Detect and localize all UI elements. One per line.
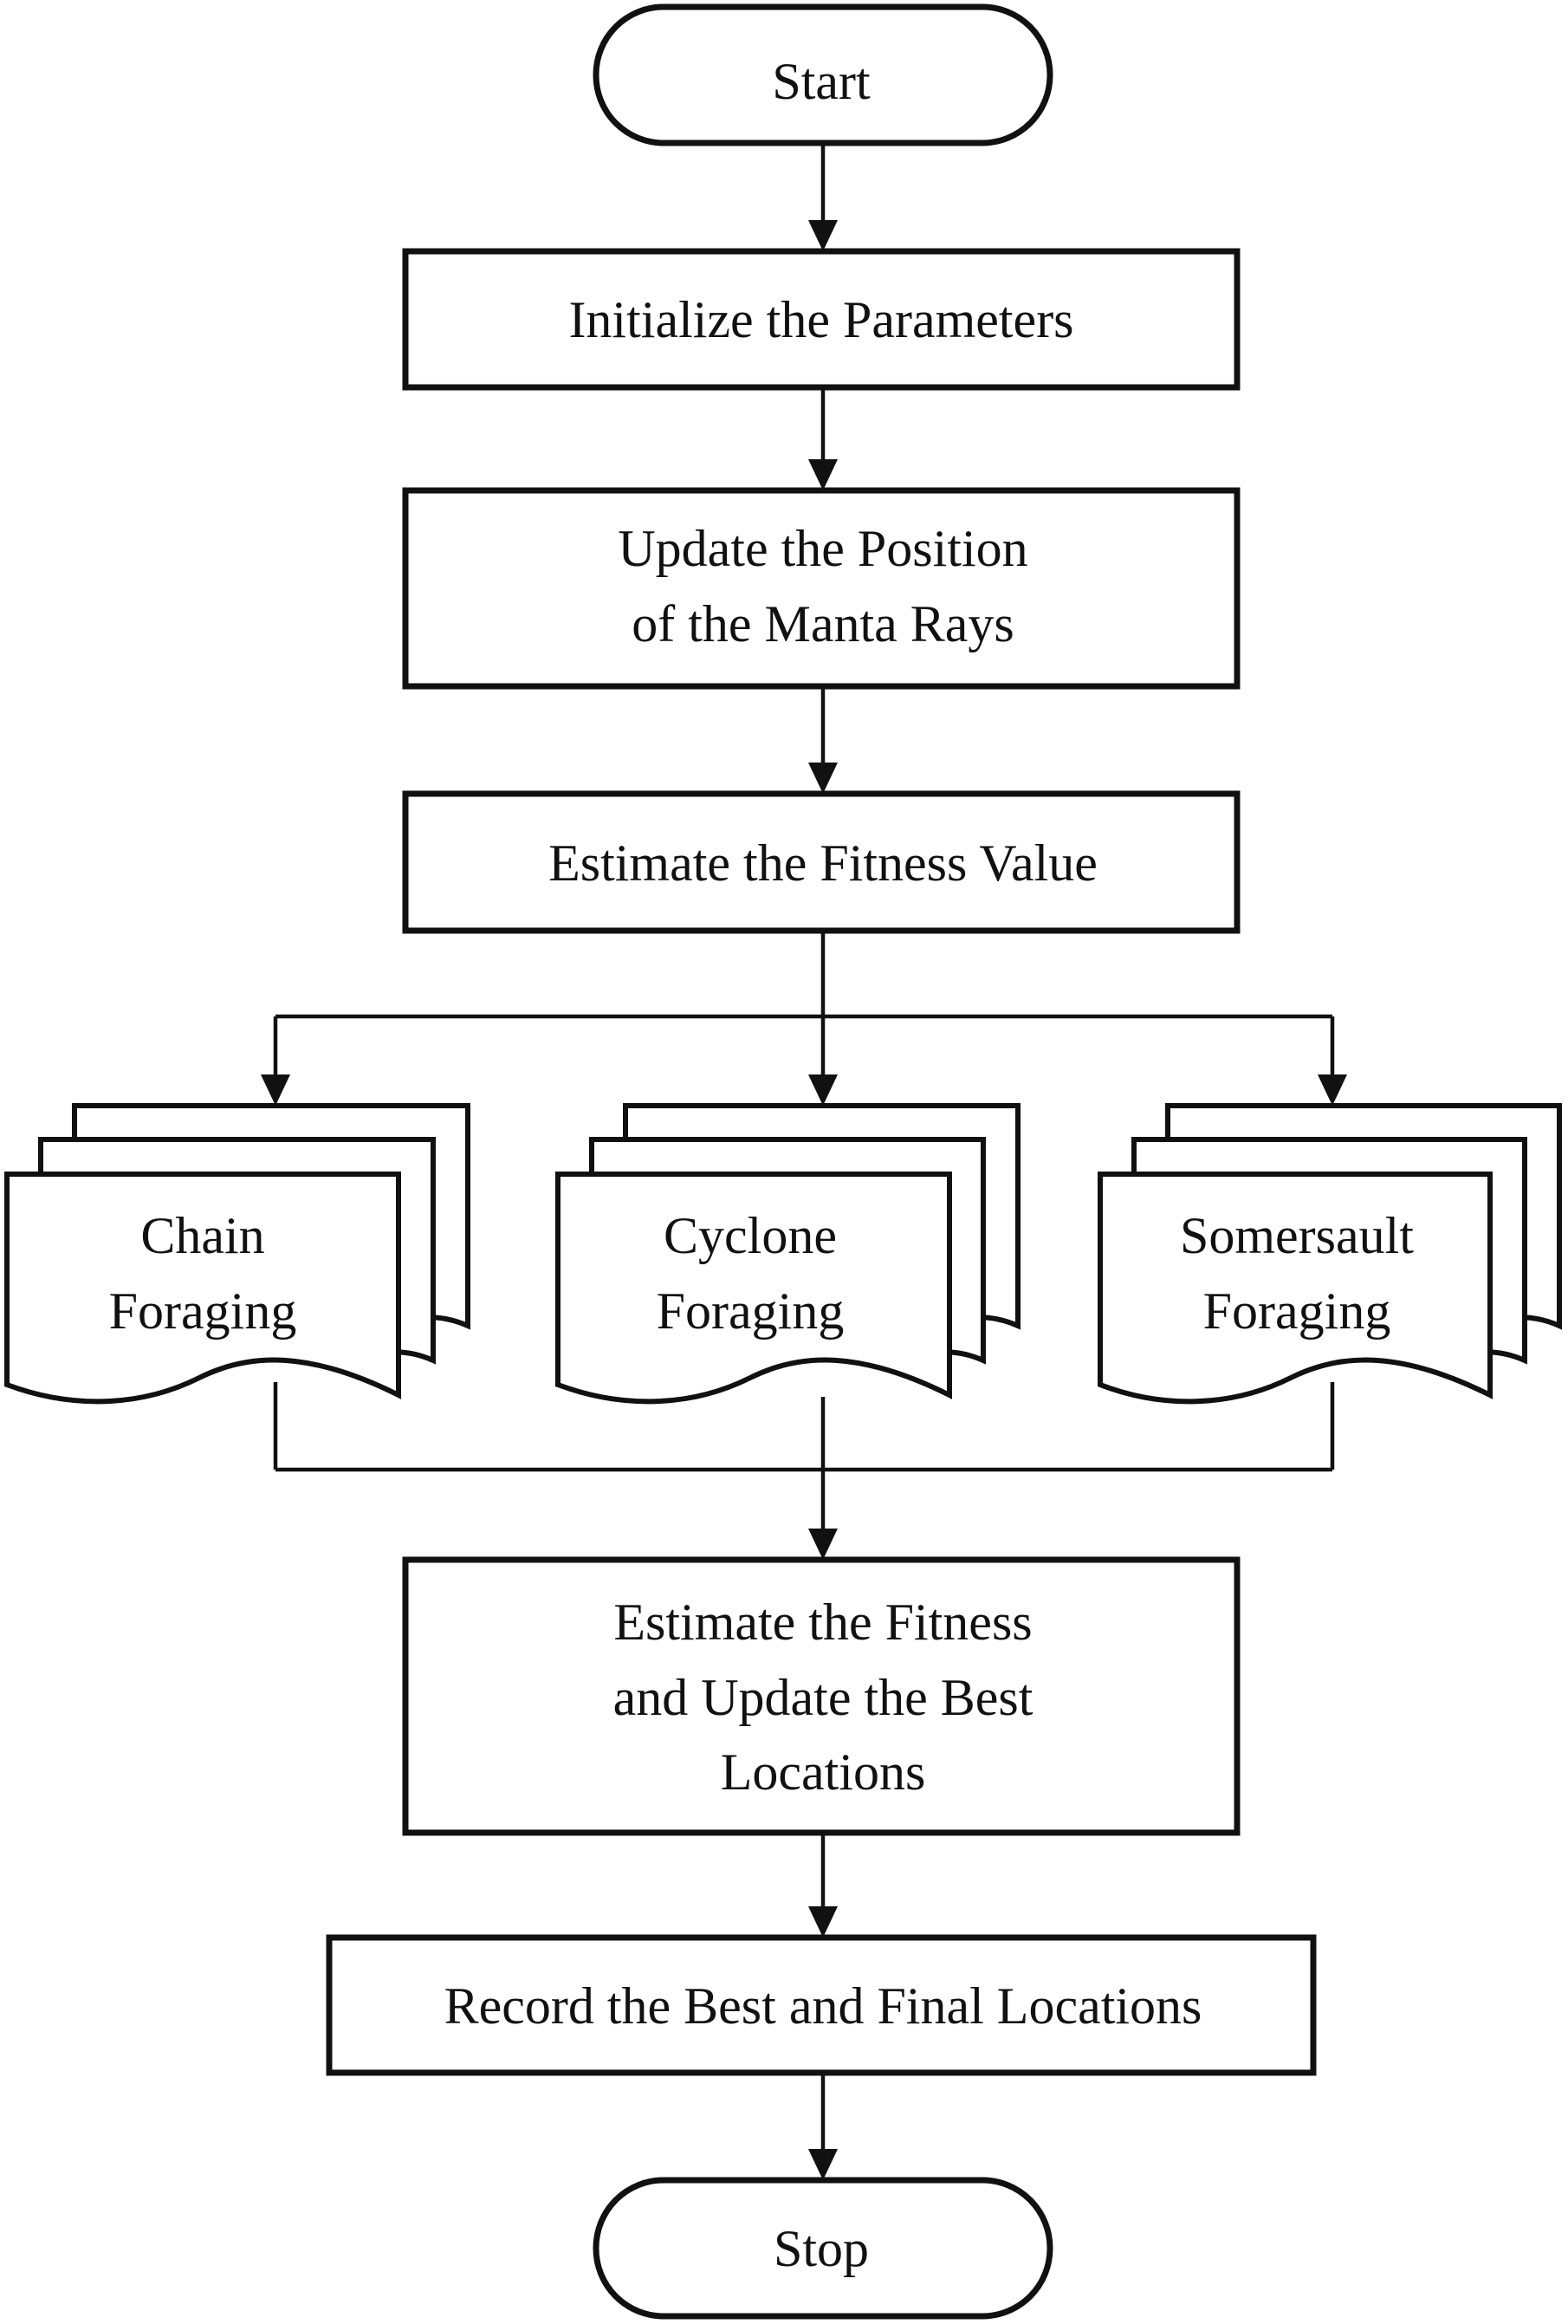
cyclone-foraging-label-line1: Cyclone	[664, 1207, 837, 1264]
estimate-fitness-label: Estimate the Fitness Value	[548, 834, 1098, 892]
update-best-label-line1: Estimate the Fitness	[613, 1594, 1032, 1651]
somersault-foraging-documents: Somersault Foraging	[1098, 1103, 1562, 1405]
arrowhead-update	[808, 459, 838, 490]
update-best-process: Estimate the Fitness and Update the Best…	[402, 1556, 1241, 1836]
stop-label: Stop	[774, 2220, 869, 2277]
update-best-label-line3: Locations	[721, 1743, 926, 1801]
arrowhead-somersault	[1318, 1074, 1347, 1106]
cyclone-foraging-label-line2: Foraging	[657, 1282, 845, 1340]
connectors	[261, 143, 1347, 2180]
arrowhead-estimate	[808, 763, 838, 794]
initialize-process: Initialize the Parameters	[402, 248, 1241, 391]
chain-foraging-label-line2: Foraging	[109, 1282, 297, 1340]
arrowhead-cyclone	[808, 1074, 838, 1106]
arrowhead-update-best	[808, 1529, 838, 1560]
stop-terminal: Stop	[593, 2177, 1053, 2320]
start-label: Start	[772, 53, 871, 110]
somersault-foraging-label-line1: Somersault	[1180, 1207, 1414, 1264]
somersault-foraging-label-line2: Foraging	[1203, 1282, 1391, 1340]
arrowhead-chain	[261, 1074, 290, 1106]
update-position-label-line2: of the Manta Rays	[632, 595, 1014, 652]
update-position-process: Update the Position of the Manta Rays	[402, 487, 1241, 690]
record-label: Record the Best and Final Locations	[444, 1977, 1202, 2035]
chain-foraging-label-line1: Chain	[140, 1207, 264, 1264]
record-process: Record the Best and Final Locations	[326, 1934, 1317, 2076]
cyclone-foraging-documents: Cyclone Foraging	[555, 1103, 1020, 1405]
update-position-label-line1: Update the Position	[618, 520, 1027, 577]
initialize-label: Initialize the Parameters	[568, 291, 1073, 348]
chain-foraging-documents: Chain Foraging	[4, 1103, 470, 1405]
arrowhead-init	[808, 220, 838, 251]
arrowhead-record	[808, 1906, 838, 1938]
start-terminal: Start	[593, 3, 1053, 146]
estimate-fitness-process: Estimate the Fitness Value	[402, 790, 1241, 934]
update-best-label-line2: and Update the Best	[613, 1669, 1033, 1726]
arrowhead-stop	[808, 2149, 838, 2180]
